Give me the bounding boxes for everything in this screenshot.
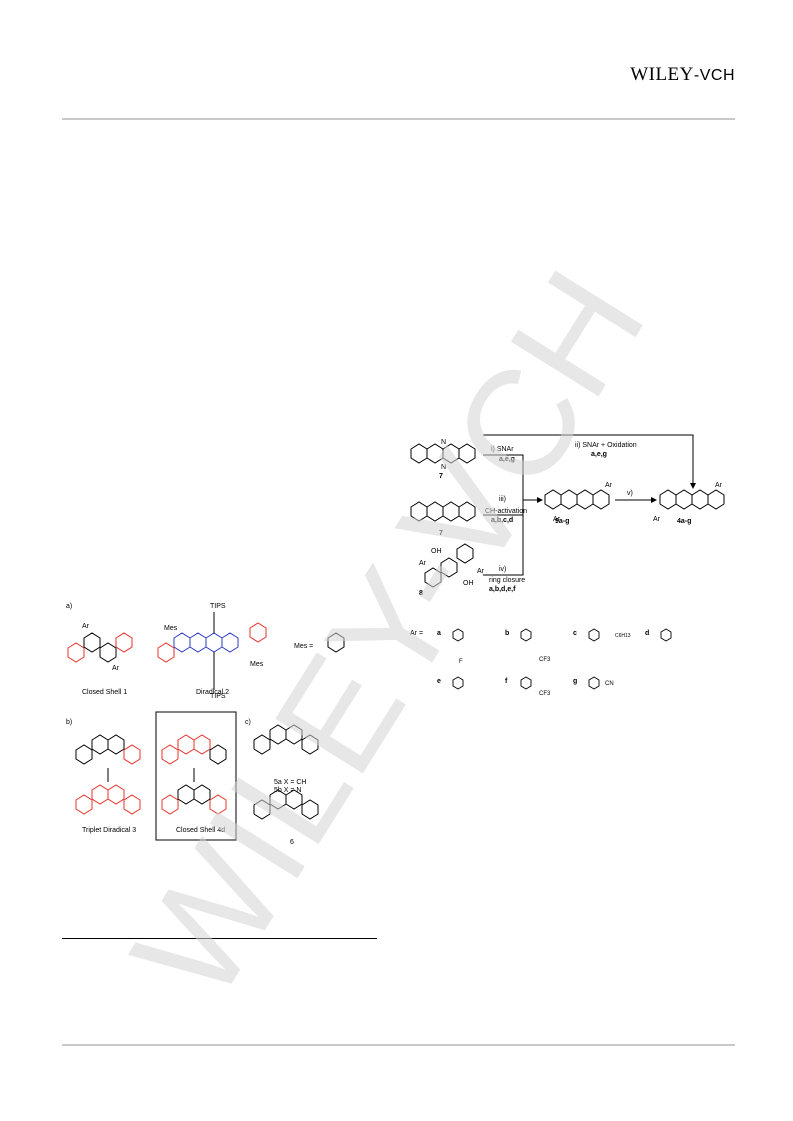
tips-label: TIPS: [210, 603, 226, 610]
svg-text:Ar =: Ar =: [410, 630, 423, 637]
step-iv-mid: ring closure: [489, 577, 525, 584]
ar-group: Ar: [715, 482, 723, 489]
oh-group: OH: [463, 580, 474, 587]
compound-8-structure: [424, 543, 474, 588]
svg-text:C6H13: C6H13: [615, 633, 631, 639]
svg-text:F: F: [459, 659, 463, 665]
tips-label: TIPS: [210, 693, 226, 700]
step-i-sub: a,e,g: [499, 456, 515, 463]
footer-rule: [62, 1044, 735, 1046]
svg-text:CN: CN: [605, 681, 614, 687]
svg-text:a: a: [437, 630, 441, 637]
mes-label: Mes: [250, 661, 264, 668]
svg-text:d: d: [645, 630, 649, 637]
diradical-2-label: Diradical 2: [196, 689, 229, 696]
compound-7-top-structure: [410, 443, 476, 464]
svg-text:g: g: [573, 678, 577, 685]
ar-group: Ar: [419, 560, 427, 567]
step-v-label: v): [627, 490, 633, 497]
ar-substituent-key: Ar = a b c C6H13 d e f g F CF3 CF3 CN: [410, 630, 649, 697]
publisher-logo: WILEY-VCH: [630, 64, 735, 85]
ar-group: Ar: [82, 623, 90, 630]
svg-text:f: f: [505, 678, 508, 685]
figure-1: a) b) c) TIPS TIPS Mes Mes Mes = Closed …: [66, 603, 345, 846]
ar-group: Ar: [605, 482, 613, 489]
n-atom: N: [441, 464, 446, 471]
step-ii-sub: a,e,g: [591, 451, 607, 458]
compound-4-structure: [659, 489, 725, 510]
compound-5a-label: 5a X = CH: [274, 779, 307, 786]
compound-7-mid-structure: [410, 501, 476, 522]
footnote-rule: [62, 938, 377, 939]
compound-7-label: 7: [439, 473, 443, 480]
step-iii-label: iii): [499, 496, 506, 503]
compound-8-label: 8: [419, 590, 423, 597]
panel-b-label: b): [66, 719, 72, 726]
synthesis-scheme: N N 7 7 8 OH OH Ar Ar 9a-g 4a-g Ar Ar Ar…: [410, 434, 725, 697]
svg-text:e: e: [437, 678, 441, 685]
closed-shell-1-label: Closed Shell 1: [82, 689, 127, 696]
mes-label: Mes: [164, 625, 178, 632]
step-iv-label: iv): [499, 566, 506, 573]
ar-group: Ar: [653, 516, 661, 523]
ar-group: Ar: [112, 665, 120, 672]
compound-5b-label: 5b X = N: [274, 787, 301, 794]
svg-text:c: c: [573, 630, 577, 637]
arrow-ii: [483, 434, 694, 483]
mes-definition: Mes =: [294, 643, 313, 650]
step-i-label: i) SNAr: [491, 446, 514, 453]
svg-text:CF3: CF3: [539, 691, 551, 697]
compound-9-structure: [544, 489, 610, 510]
n-atom: N: [441, 439, 446, 446]
ar-group: Ar: [553, 516, 561, 523]
panel-a-label: a): [66, 603, 72, 610]
compound-4-label: 4a-g: [677, 518, 691, 525]
step-iii-sub: a,b,c,d: [491, 517, 513, 524]
triplet-3-label: Triplet Diradical 3: [82, 827, 136, 834]
step-iv-sub: a,b,d,e,f: [489, 586, 516, 593]
ar-group: Ar: [477, 568, 485, 575]
header-rule: [62, 118, 735, 120]
step-iii-mid: CH-activation: [485, 508, 527, 515]
oh-group: OH: [431, 548, 442, 555]
panel-c-label: c): [245, 719, 251, 726]
svg-text:CF3: CF3: [539, 657, 551, 663]
svg-text:b: b: [505, 630, 509, 637]
compound-9-label: 9a-g: [555, 518, 569, 525]
closed-shell-4d-label: Closed Shell 4d: [176, 827, 225, 834]
step-ii-label: ii) SNAr + Oxidation: [575, 442, 637, 449]
compound-7-label: 7: [439, 530, 443, 537]
compound-6-label: 6: [290, 839, 294, 846]
